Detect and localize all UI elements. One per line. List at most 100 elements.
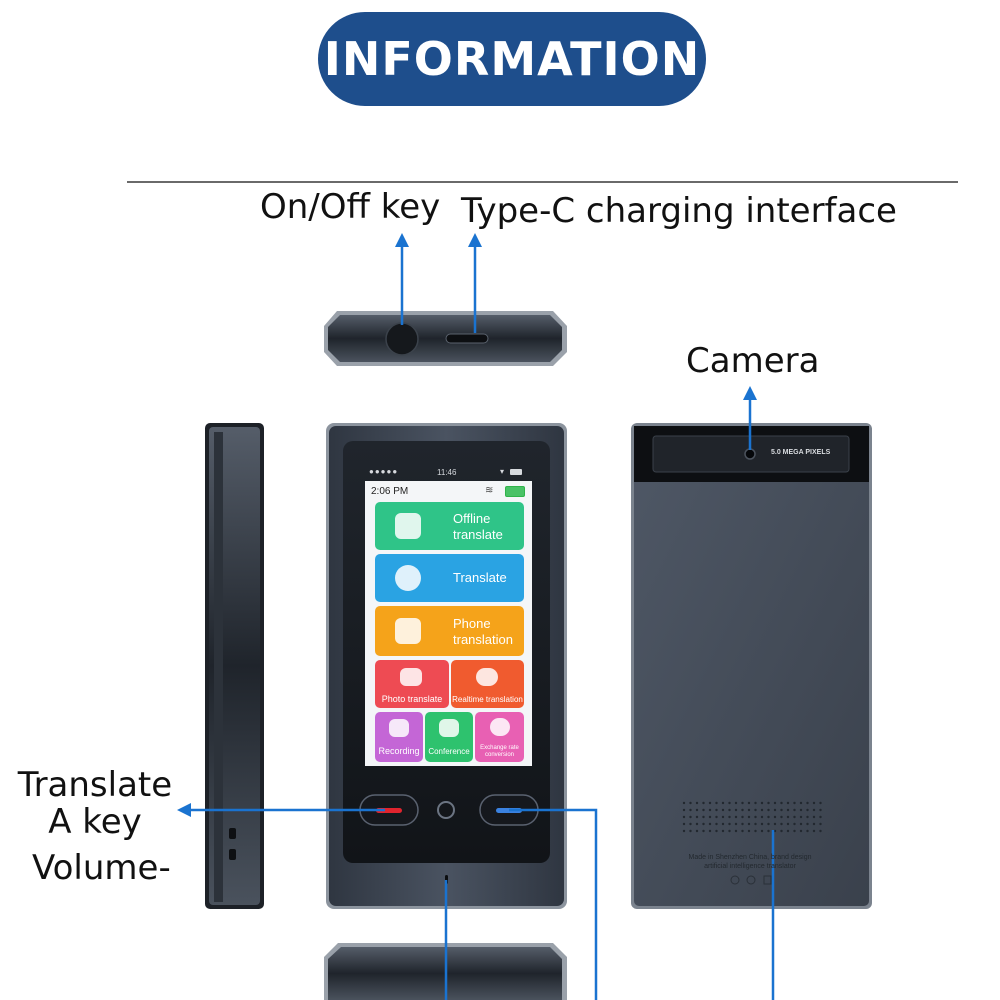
speaker-hole <box>793 822 796 826</box>
translate-key-label-line1: Translate <box>17 765 173 805</box>
tile-translate[interactable]: Translate <box>375 554 524 602</box>
speaker-hole <box>741 815 744 819</box>
camera-label: Camera <box>686 341 820 381</box>
information-title-badge: INFORMATION <box>318 12 706 106</box>
speaker-hole <box>767 815 770 819</box>
speaker-hole <box>715 815 718 819</box>
volume-button-icon <box>229 828 236 839</box>
battery-icon <box>510 469 522 475</box>
speaker-hole <box>734 829 738 833</box>
tile-realtime-translation[interactable]: Realtime translation <box>451 660 524 708</box>
speaker-hole <box>728 829 731 833</box>
tile-label: Conference <box>428 747 470 756</box>
speaker-hole <box>812 808 816 812</box>
speaker-hole <box>793 815 796 819</box>
signal-dots-icon: ●●●●● <box>369 467 399 476</box>
speaker-grille-icon <box>682 801 822 833</box>
speaker-hole <box>773 815 777 819</box>
tile-label: Translate <box>453 570 507 585</box>
speaker-hole <box>793 808 796 812</box>
on-off-key-label: On/Off key <box>260 187 441 227</box>
speaker-hole <box>741 801 744 805</box>
speaker-hole <box>806 815 809 819</box>
speaker-hole <box>728 822 731 826</box>
top-edge-view <box>324 311 567 366</box>
speaker-hole <box>786 808 790 812</box>
speaker-hole <box>689 801 692 805</box>
offline-package-icon <box>395 513 421 539</box>
tile-photo-translate[interactable]: Photo translate <box>375 660 449 708</box>
speaker-hole <box>747 829 751 833</box>
speaker-hole <box>812 801 816 805</box>
speaker-hole <box>819 808 822 812</box>
speaker-hole <box>793 829 796 833</box>
speaker-hole <box>721 801 725 805</box>
speaker-hole <box>708 815 712 819</box>
speaker-hole <box>819 815 822 819</box>
speaker-hole <box>715 822 718 826</box>
speaker-hole <box>741 822 744 826</box>
translate-b-line <box>509 808 598 1000</box>
phone-scan-icon <box>395 618 421 644</box>
volume-minus-label: Volume- <box>32 848 171 888</box>
speaker-hole <box>819 801 822 805</box>
speaker-hole <box>806 808 809 812</box>
speaker-hole <box>708 822 712 826</box>
recycle-icon <box>746 875 756 885</box>
tile-exchange-rate[interactable]: Exchange rate conversion <box>475 712 524 762</box>
speaker-hole <box>715 801 718 805</box>
currency-icon <box>490 718 510 736</box>
type-c-charging-label: Type-C charging interface <box>461 191 897 231</box>
speaker-hole <box>780 808 783 812</box>
speaker-hole <box>695 808 699 812</box>
speaker-hole <box>819 822 822 826</box>
tile-label: Realtime translation <box>452 695 523 704</box>
speaker-hole <box>812 829 816 833</box>
weee-bin-icon <box>763 875 772 885</box>
speaker-hole <box>702 829 705 833</box>
speaker-hole <box>780 829 783 833</box>
divider-line <box>127 181 958 183</box>
speaker-hole <box>689 822 692 826</box>
camera-strip-text: 5.0 MEGA PIXELS <box>771 449 831 456</box>
speaker-hole <box>747 815 751 819</box>
tile-offline-translate[interactable]: Offline translate <box>375 502 524 550</box>
speaker-hole <box>754 801 757 805</box>
speaker-hole <box>760 822 764 826</box>
speaker-hole <box>793 801 796 805</box>
speaker-hole <box>747 801 751 805</box>
speaker-hole <box>689 808 692 812</box>
speaker-hole <box>786 801 790 805</box>
speaker-hole <box>773 829 777 833</box>
speaker-hole <box>741 829 744 833</box>
speaker-hole <box>806 801 809 805</box>
speaker-hole <box>754 808 757 812</box>
speaker-hole <box>780 822 783 826</box>
certification-mark-icon <box>730 875 740 885</box>
camera-lens-icon <box>744 448 756 460</box>
speaker-hole <box>702 822 705 826</box>
speaker-hole <box>767 808 770 812</box>
speaker-hole <box>747 808 751 812</box>
tile-recording[interactable]: Recording <box>375 712 423 762</box>
speaker-hole <box>682 801 686 805</box>
speaker-hole <box>682 808 686 812</box>
callout-arrows <box>177 233 775 1000</box>
speaker-hole <box>708 808 712 812</box>
wifi-icon: ▾ <box>500 467 505 476</box>
speaker-hole <box>773 822 777 826</box>
speaker-hole <box>695 801 699 805</box>
back-device <box>631 423 872 909</box>
tile-phone-translation[interactable]: Phone translation <box>375 606 524 656</box>
tile-label: Phone translation <box>453 616 513 647</box>
speaker-hole <box>734 815 738 819</box>
conference-icon <box>439 719 459 737</box>
speaker-hole <box>702 815 705 819</box>
speaker-hole <box>780 801 783 805</box>
home-button-icon <box>437 801 455 819</box>
tile-conference[interactable]: Conference <box>425 712 473 762</box>
speaker-hole <box>799 815 803 819</box>
tile-label: Photo translate <box>381 694 443 704</box>
speaker-hole <box>760 829 764 833</box>
speaker-hole <box>734 822 738 826</box>
